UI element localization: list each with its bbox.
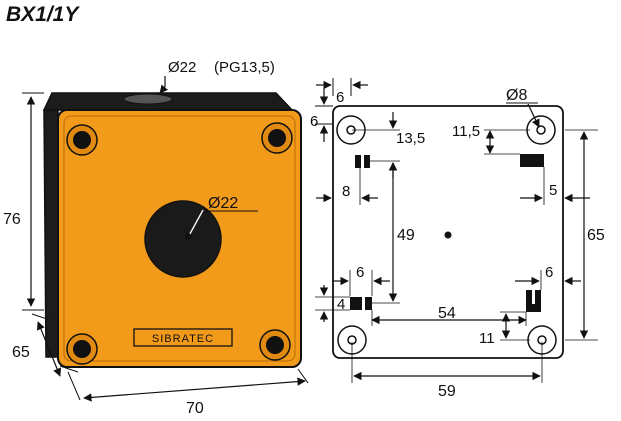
front-hole bbox=[144, 200, 222, 278]
dim-corner-y: 6 bbox=[310, 113, 318, 130]
mounting-hole-icon bbox=[526, 115, 556, 145]
dim-offset-8: 8 bbox=[342, 183, 350, 200]
dim-height-65: 65 bbox=[587, 227, 605, 244]
dim-offset-11: 11 bbox=[479, 330, 495, 347]
width-dimension: 70 bbox=[186, 400, 204, 417]
mounting-boss bbox=[350, 297, 372, 310]
enclosure-front-view: SIBRATEC Ø22 (PG13,5) Ø22 76 65 70 bbox=[3, 59, 309, 417]
corner-screw-icon bbox=[66, 124, 98, 156]
dim-height-49: 49 bbox=[397, 227, 415, 244]
model-title: BX1/1Y bbox=[6, 3, 79, 26]
dim-span-59: 59 bbox=[438, 383, 456, 400]
dim-span-54: 54 bbox=[438, 305, 456, 322]
height-dimension: 76 bbox=[3, 211, 21, 228]
dim-offset-115: 11,5 bbox=[452, 123, 480, 140]
dim-offset-5: 5 bbox=[549, 182, 557, 199]
mount-hole-diameter: Ø8 bbox=[506, 87, 527, 104]
cable-entry-thread: (PG13,5) bbox=[214, 59, 275, 76]
brand-label: SIBRATEC bbox=[152, 333, 214, 345]
dim-bottom-6-right: 6 bbox=[545, 264, 553, 281]
enclosure-rear-view: 6 6 13,5 Ø8 11,5 8 bbox=[310, 78, 605, 400]
center-mark bbox=[444, 231, 452, 239]
corner-screw-icon bbox=[261, 122, 293, 154]
dim-bottom-6-left: 6 bbox=[356, 264, 364, 281]
corner-screw-icon bbox=[66, 333, 98, 365]
brand-plate bbox=[133, 328, 233, 347]
dim-corner-x: 6 bbox=[336, 89, 344, 106]
cable-entry-diameter: Ø22 bbox=[168, 59, 196, 76]
mounting-boss bbox=[520, 154, 544, 167]
corner-screw-icon bbox=[259, 329, 291, 361]
depth-dimension: 65 bbox=[12, 344, 30, 361]
enclosure-side-shell bbox=[43, 109, 59, 358]
dim-offset-135: 13,5 bbox=[396, 130, 425, 147]
front-hole-diameter: Ø22 bbox=[208, 195, 238, 212]
dim-offset-4: 4 bbox=[337, 296, 345, 313]
cable-entry-hole bbox=[123, 93, 173, 105]
